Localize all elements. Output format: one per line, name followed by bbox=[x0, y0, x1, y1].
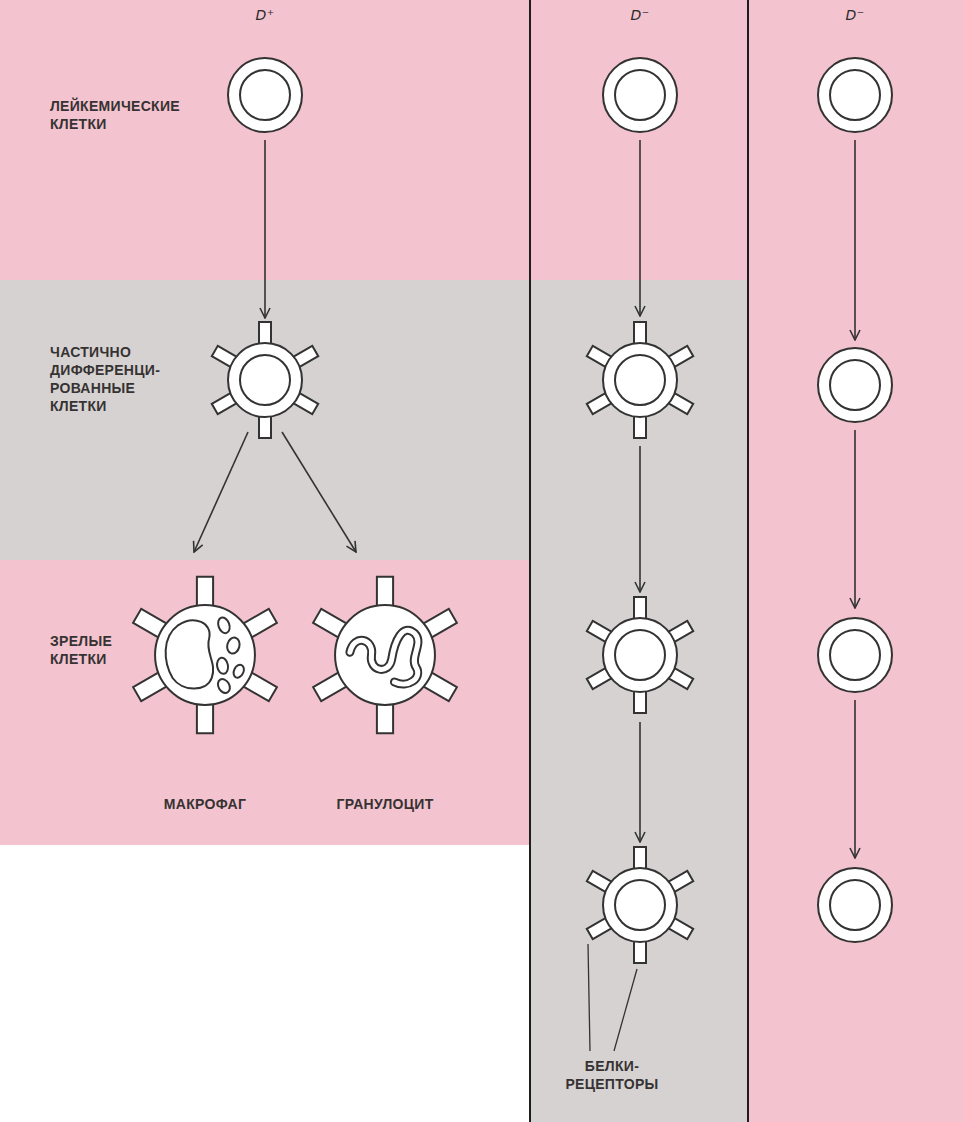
band-row: ЧАСТИЧНО ДИФФЕРЕНЦИ- РОВАННЫЕ КЛЕТКИ bbox=[0, 280, 530, 560]
leukemic-cell bbox=[818, 868, 892, 942]
cell-node: ГРАНУЛОЦИТ bbox=[295, 570, 475, 820]
grey-band bbox=[530, 280, 748, 1122]
leader-lines bbox=[588, 944, 637, 1051]
pink-band bbox=[748, 0, 964, 1122]
receptor-cell bbox=[587, 597, 693, 713]
arrow bbox=[854, 430, 856, 608]
band-row: ЗРЕЛЫЕ КЛЕТКИ МАКРОФАГГРАНУЛОЦИТ bbox=[0, 560, 530, 845]
flow-arrows bbox=[194, 140, 855, 858]
arrow bbox=[854, 140, 856, 340]
divider-line bbox=[747, 0, 749, 1122]
arrow bbox=[639, 722, 641, 842]
column-header: D⁺ bbox=[256, 6, 275, 24]
column-dividers bbox=[530, 0, 748, 1122]
leukemic-cell bbox=[228, 58, 302, 132]
leukemic-cell bbox=[818, 348, 892, 422]
divider-line bbox=[529, 0, 531, 1122]
arrow bbox=[264, 140, 266, 318]
stage-label: ЧАСТИЧНО ДИФФЕРЕНЦИ- РОВАННЫЕ КЛЕТКИ bbox=[50, 343, 160, 415]
granulocyte-cell bbox=[313, 577, 457, 734]
arrow bbox=[639, 140, 641, 316]
arrow bbox=[194, 432, 248, 552]
receptor-cell bbox=[587, 847, 693, 963]
leukemic-cell bbox=[603, 58, 677, 132]
macrophage-cell bbox=[133, 577, 277, 734]
receptor-cell bbox=[587, 322, 693, 438]
receptor-cell bbox=[212, 322, 318, 438]
band-row: ЛЕЙКЕМИЧЕСКИЕ КЛЕТКИ bbox=[0, 0, 530, 280]
grey-band bbox=[0, 280, 530, 560]
arrow bbox=[639, 446, 641, 592]
leader-line bbox=[588, 944, 590, 1051]
leukemic-cell bbox=[818, 618, 892, 692]
cell-name: МАКРОФАГ bbox=[115, 795, 295, 813]
column-header: D⁻ bbox=[631, 6, 650, 24]
pink-band bbox=[530, 0, 748, 280]
column-header: D⁻ bbox=[846, 6, 865, 24]
stage-label: ЗРЕЛЫЕ КЛЕТКИ bbox=[50, 632, 112, 668]
cell-name: ГРАНУЛОЦИТ bbox=[295, 795, 475, 813]
pink-band bbox=[0, 560, 530, 845]
stage-label: ЛЕЙКЕМИЧЕСКИЕ КЛЕТКИ bbox=[50, 97, 180, 133]
arrow bbox=[854, 700, 856, 858]
leukemic-cell bbox=[818, 58, 892, 132]
leader-line bbox=[614, 969, 637, 1051]
cell-node: МАКРОФАГ bbox=[115, 570, 295, 820]
callout-label: БЕЛКИ- РЕЦЕПТОРЫ bbox=[565, 1057, 658, 1093]
arrow bbox=[282, 432, 356, 552]
